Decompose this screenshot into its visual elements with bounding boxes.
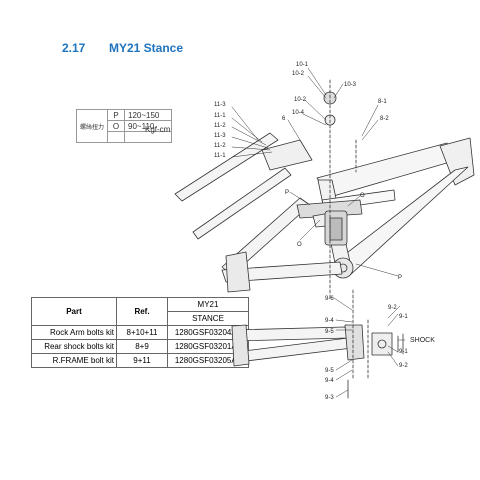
callout-label: 11-1	[214, 153, 226, 159]
torque-unit: Kgf-cm	[145, 125, 171, 134]
shock-hardware	[371, 332, 404, 356]
section-number: 2.17	[62, 41, 86, 55]
col-header-part: Part	[31, 297, 117, 326]
part-code: 1280GSF03205A1	[167, 353, 249, 368]
callout-label: 11-3	[214, 102, 226, 108]
part-ref: 9+11	[116, 353, 168, 368]
shock-absorber	[324, 210, 348, 246]
callout-label: 11-2	[214, 123, 226, 129]
table-row: Rear shock bolts kit 8+9 1280GSF03201A1	[31, 339, 249, 354]
swingarm-exploded	[231, 324, 365, 367]
callout-label: 9-3	[325, 395, 334, 401]
callout-label: 9-1	[399, 314, 408, 320]
callout-label: 9-4	[325, 318, 334, 324]
callout-label: 9-2	[388, 305, 397, 311]
callout-label: 11-1	[214, 113, 226, 119]
torque-row: 螺絲扭力 P 120~150	[75, 109, 173, 143]
bolts-column	[323, 79, 369, 399]
parts-table: Part Ref. MY21 STANCE Rock Arm bolts kit…	[31, 297, 249, 368]
callout-label: 8-2	[380, 116, 389, 122]
torque-row: O 90~110	[77, 120, 173, 132]
callout-label: 10-3	[344, 82, 357, 88]
callout-label: 11-2	[214, 143, 226, 149]
callout-label: 8-1	[378, 99, 387, 105]
callout-label: 9-5	[325, 329, 334, 335]
callout-label: 9-1	[399, 349, 408, 355]
callout-label: 10-1	[296, 62, 309, 68]
rear-stays	[221, 197, 343, 293]
callout-label: P	[285, 190, 289, 196]
section-heading: 2.17 MY21 Stance	[62, 41, 183, 55]
callout-label: 9-6	[325, 296, 334, 302]
callout-label: 10-2	[294, 97, 307, 103]
callout-label: 11-3	[214, 133, 226, 139]
col-header-ref: Ref.	[116, 297, 168, 326]
torque-value	[124, 131, 173, 143]
torque-row	[77, 131, 173, 143]
exploded-linkage	[174, 132, 313, 240]
callout-labels: 10-1 10-2 10-3 10-2 10-4 8-1 8-2 11-3 11…	[214, 62, 435, 401]
callout-label: 6	[282, 116, 286, 122]
section-title: MY21 Stance	[109, 41, 184, 55]
callout-label: O	[297, 242, 302, 248]
table-row: Rock Arm bolts kit 8+10+11 1280GSF03204A…	[31, 325, 249, 340]
table-row: R.FRAME bolt kit 9+11 1280GSF03205A1	[31, 353, 249, 368]
callout-label: 10-4	[292, 110, 305, 116]
callout-label: P	[398, 275, 402, 281]
torque-table: 螺絲扭力 P 120~150 O 90~110	[75, 109, 173, 143]
callout-label: SHOCK	[410, 337, 435, 344]
callout-label: 9-5	[325, 368, 334, 374]
callout-label: O	[360, 193, 365, 199]
callout-label: 10-2	[292, 71, 305, 77]
leader-lines	[231, 67, 406, 398]
torque-header: 螺絲扭力	[75, 109, 109, 143]
callout-label: 9-4	[325, 378, 334, 384]
callout-label: 9-2	[399, 363, 408, 369]
